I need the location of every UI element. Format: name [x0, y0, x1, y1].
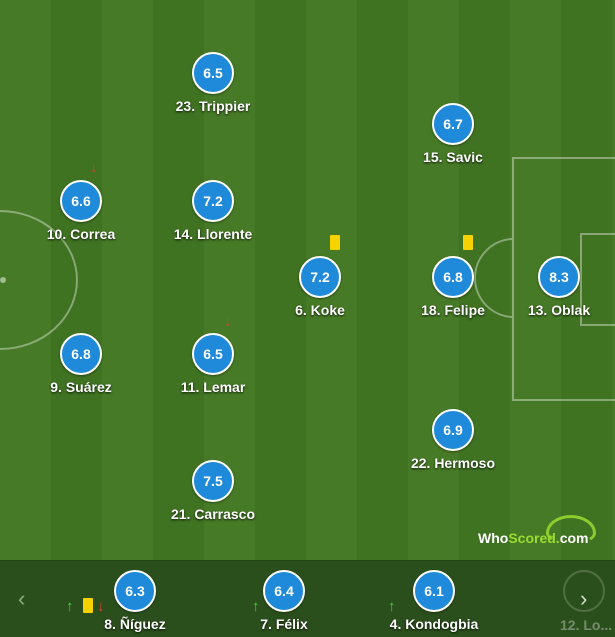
- player-name: 9. Suárez: [50, 379, 112, 395]
- player-name: 10. Correa: [46, 226, 116, 242]
- player-name: 6. Koke: [295, 302, 345, 318]
- player-rating-placeholder: [563, 570, 605, 612]
- player-rating: 6.8: [60, 333, 102, 375]
- bench-player-felix[interactable]: 6.4 7. Félix: [224, 570, 344, 632]
- player-name: 13. Oblak: [527, 302, 591, 318]
- player-rating: 6.1: [413, 570, 455, 612]
- player-rating: 7.5: [192, 460, 234, 502]
- player-llorente[interactable]: 7.2 14. Llorente: [153, 180, 273, 242]
- player-rating: 6.3: [114, 570, 156, 612]
- whoscored-logo-mark: [546, 515, 596, 545]
- player-name: 23. Trippier: [175, 98, 251, 114]
- bench-player-partial[interactable]: 12. Lo...: [560, 570, 615, 637]
- player-name: 15. Savic: [423, 149, 483, 165]
- penalty-box: [512, 157, 615, 401]
- player-rating: 6.8: [432, 256, 474, 298]
- substitutes-bar: ‹ ↑ ↓ 6.3 8. Ñíguez ↑ 6.4 7. Félix ↑ 6.1…: [0, 560, 615, 637]
- pitch: 6.5 23. Trippier 6.7 15. Savic 6.6 10. C…: [0, 0, 615, 560]
- player-name: 12. Lo...: [560, 617, 613, 633]
- player-rating: 7.2: [192, 180, 234, 222]
- center-spot: [0, 277, 6, 283]
- player-rating: 6.6: [60, 180, 102, 222]
- player-rating: 6.7: [432, 103, 474, 145]
- player-name: 22. Hermoso: [410, 455, 496, 471]
- player-name: 18. Felipe: [421, 302, 485, 318]
- player-rating: 6.4: [263, 570, 305, 612]
- player-suarez[interactable]: 6.8 9. Suárez: [21, 333, 141, 395]
- yellow-card-icon: [330, 235, 340, 250]
- yellow-card-icon: [83, 598, 93, 613]
- sub-in-arrow-icon: ↑: [252, 598, 260, 615]
- player-name: 7. Félix: [260, 616, 308, 632]
- chevron-right-icon[interactable]: ›: [580, 586, 588, 611]
- player-correa[interactable]: 6.6 10. Correa: [21, 180, 141, 242]
- player-koke[interactable]: 7.2 6. Koke: [260, 256, 380, 318]
- player-rating: 8.3: [538, 256, 580, 298]
- player-name: 21. Carrasco: [170, 506, 256, 522]
- player-felipe[interactable]: 6.8 18. Felipe: [393, 256, 513, 318]
- player-savic[interactable]: 6.7 15. Savic: [393, 103, 513, 165]
- chevron-left-icon[interactable]: ‹: [18, 586, 26, 611]
- player-rating: 6.9: [432, 409, 474, 451]
- player-rating: 7.2: [299, 256, 341, 298]
- bench-player-niguez[interactable]: 6.3 8. Ñíguez: [75, 570, 195, 632]
- sub-out-arrow-icon: ↓: [97, 598, 105, 615]
- player-hermoso[interactable]: 6.9 22. Hermoso: [393, 409, 513, 471]
- player-name: 8. Ñíguez: [104, 616, 166, 632]
- sub-in-arrow-icon: ↑: [388, 598, 396, 615]
- sub-out-arrow-icon: ↓: [224, 313, 232, 330]
- goal-area: [580, 233, 615, 326]
- player-name: 11. Lemar: [180, 379, 246, 395]
- player-rating: 6.5: [192, 333, 234, 375]
- player-lemar[interactable]: 6.5 11. Lemar: [153, 333, 273, 395]
- yellow-card-icon: [463, 235, 473, 250]
- player-name: 4. Kondogbia: [389, 616, 479, 632]
- sub-in-arrow-icon: ↑: [66, 598, 74, 615]
- bench-player-kondogbia[interactable]: 6.1 4. Kondogbia: [374, 570, 494, 632]
- sub-out-arrow-icon: ↓: [90, 159, 98, 176]
- player-rating: 6.5: [192, 52, 234, 94]
- whoscored-logo: WhoScored.com: [478, 530, 589, 546]
- player-trippier[interactable]: 6.5 23. Trippier: [153, 52, 273, 114]
- player-name: 14. Llorente: [173, 226, 253, 242]
- player-carrasco[interactable]: 7.5 21. Carrasco: [153, 460, 273, 522]
- player-oblak[interactable]: 8.3 13. Oblak: [499, 256, 615, 318]
